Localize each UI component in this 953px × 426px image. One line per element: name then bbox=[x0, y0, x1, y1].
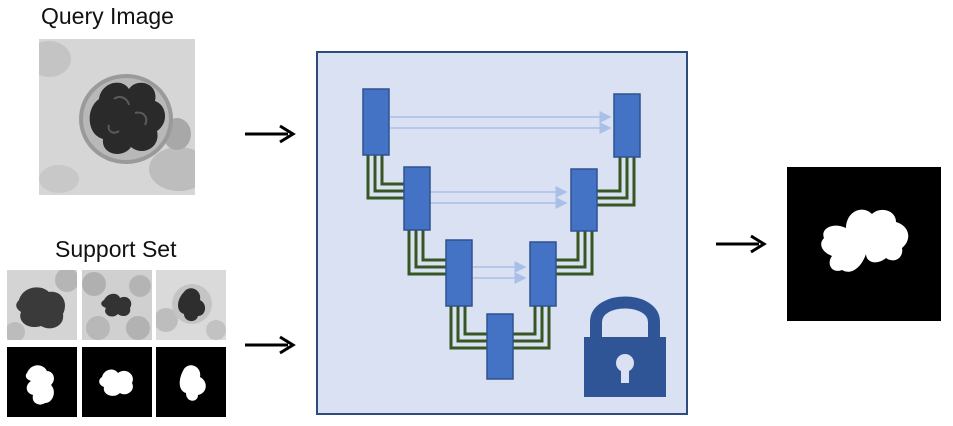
right-arrow-icon bbox=[245, 335, 296, 355]
network-blocks bbox=[362, 88, 641, 380]
support-set-label: Support Set bbox=[55, 236, 177, 262]
decoder-block-3 bbox=[529, 241, 557, 307]
skip-connections bbox=[390, 111, 612, 284]
query-image-label: Query Image bbox=[41, 3, 174, 29]
support-mask-1 bbox=[7, 347, 77, 417]
decoder-block-1 bbox=[613, 93, 641, 158]
support-image-2 bbox=[82, 270, 152, 340]
support-mask-2 bbox=[82, 347, 152, 417]
support-mask-3 bbox=[156, 347, 226, 417]
connector-lines bbox=[366, 155, 636, 350]
output-mask bbox=[787, 167, 941, 321]
encoder-block-1 bbox=[362, 88, 390, 156]
encoder-block-2 bbox=[403, 166, 431, 231]
support-image-1 bbox=[7, 270, 77, 340]
query-image bbox=[39, 39, 195, 195]
right-arrow-icon bbox=[716, 234, 767, 254]
right-arrow-icon bbox=[245, 124, 296, 144]
bottleneck-block bbox=[486, 313, 514, 380]
encoder-block-3 bbox=[445, 239, 473, 307]
lock-icon bbox=[584, 296, 666, 397]
decoder-block-2 bbox=[570, 168, 598, 232]
support-image-3 bbox=[156, 270, 226, 340]
